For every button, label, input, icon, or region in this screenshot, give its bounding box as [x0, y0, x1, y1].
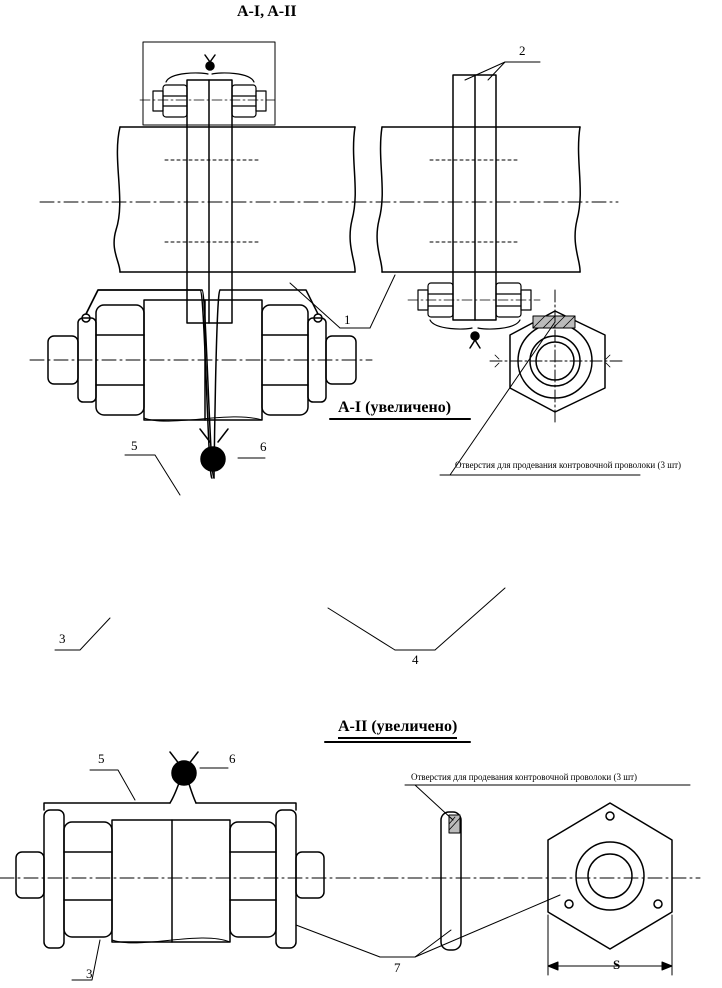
seal-wire-top-left [204, 54, 216, 71]
seal-a1 [200, 446, 226, 472]
position-label-1: 1 [344, 312, 351, 327]
position-label-5-a1: 5 [131, 438, 138, 453]
position-label-4: 4 [412, 652, 419, 667]
position-label-7: 7 [394, 960, 401, 975]
view-a1 [29, 289, 641, 651]
bolt-assembly-top-left [139, 72, 276, 118]
seal-wire-a2 [43, 751, 297, 811]
view-title-a1: A-I (увеличено) [338, 400, 452, 420]
bolt-assembly-a2 [15, 809, 325, 949]
position-label-6-a2: 6 [229, 751, 236, 766]
clamp-plate-left [186, 79, 233, 324]
pipe-right [376, 126, 581, 273]
lock-washer-front-a2 [547, 802, 673, 976]
note-lock-holes-a2: Отверстия для продевания контровочной пр… [411, 772, 638, 782]
callout-title-a1-a2: A-I, A-II [237, 3, 297, 20]
position-label-6-a1: 6 [260, 439, 267, 454]
view-a2 [0, 741, 701, 981]
lock-holes-a1 [81, 313, 323, 323]
pipe-left [113, 126, 356, 273]
lock-washer-side-a2 [440, 811, 462, 951]
lock-nut-front-a1 [489, 289, 623, 426]
position-label-2: 2 [519, 43, 526, 58]
bolt-assembly-bottom-right [407, 282, 541, 330]
dimension-label-s: S [613, 957, 621, 972]
bolt-assembly-a1 [47, 299, 357, 422]
position-label-3-a2: 3 [86, 966, 93, 981]
leaders-a2 [71, 767, 691, 981]
seal-a2 [171, 760, 197, 786]
position-label-3-a1: 3 [59, 631, 66, 646]
position-label-5-a2: 5 [98, 751, 105, 766]
note-lock-holes-a1: Отверстия для продевания контровочной пр… [455, 460, 682, 470]
top-view [39, 41, 619, 349]
pipe-hidden-lines [164, 159, 521, 301]
clamp-plate-right [452, 74, 497, 321]
seal-wire-bottom-right [469, 331, 481, 349]
leaders-a1 [54, 321, 641, 651]
seal-wire-a1 [85, 289, 319, 479]
view-title-a2: A-II (увеличено) [338, 719, 458, 739]
